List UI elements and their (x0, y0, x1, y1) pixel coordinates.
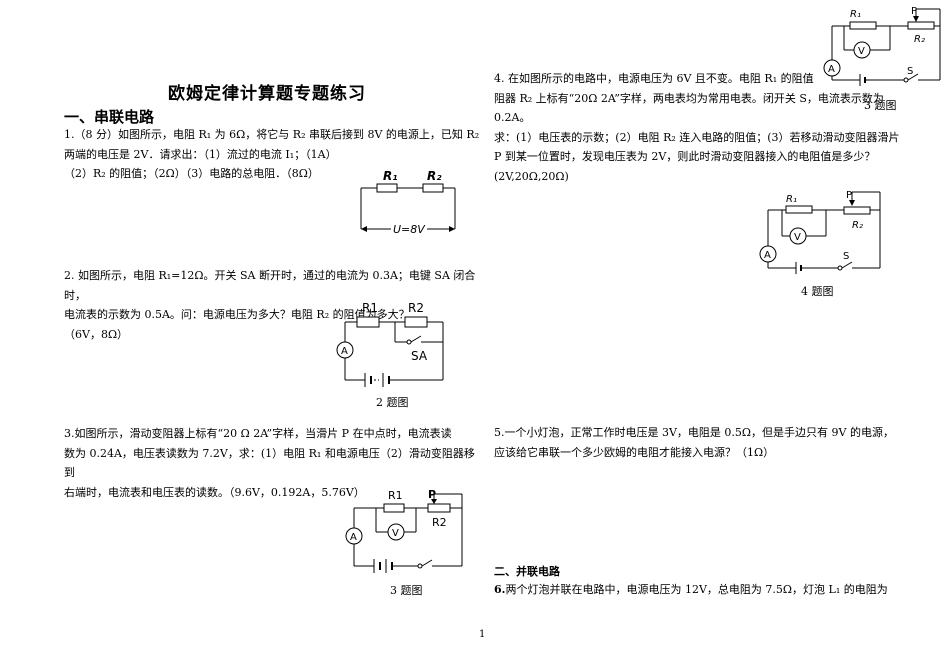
resistor-r1-symbol (849, 21, 877, 30)
question-4-line: 0.2A。 (494, 111, 531, 124)
label-switch-s: S (907, 66, 913, 77)
question-3-line: 3.如图所示，滑动变阻器上标有“20 Ω 2A”字样，当滑片 P 在中点时，电流… (64, 427, 452, 440)
label-voltmeter: V (794, 232, 801, 243)
question-2-line: 电流表的示数为 0.5A。问：电源电压为多大？电阻 R₂ 的阻值为多大？ (64, 308, 410, 321)
switch-sa-symbol (406, 339, 412, 345)
label-ammeter: A (350, 532, 357, 543)
question-4-line: 求：(1）电压表的示数；(2）电阻 R₂ 连入电路的阻值；(3）若移动滑动变阻器… (494, 130, 900, 144)
question-4-line: P 到某一位置时，发现电压表为 2V，则此时滑动变阻器接入的电阻值是多少？ (494, 150, 876, 163)
figure-2-circuit: A R1 R2 SA (336, 301, 444, 387)
question-5-line: 5.一个小灯泡，正常工作时电压是 3V，电阻是 0.5Ω，但是手边只有 9V 的… (494, 426, 894, 439)
label-slider-p: P (428, 488, 436, 501)
question-6-number: 6. (494, 583, 506, 596)
label-switch-s: S (843, 251, 849, 262)
label-switch-sa: SA (411, 349, 428, 363)
label-ammeter: A (764, 250, 771, 261)
slider-p-icon (431, 499, 437, 504)
question-2-line: 2. 如图所示，电阻 R₁=12Ω。开关 SA 断开时，通过的电流为 0.3A；… (64, 269, 476, 302)
figure-top-right-caption: 3 题图 (864, 99, 897, 112)
label-voltage: U=8V (393, 223, 426, 236)
figure-3-circuit: A V R1 P R2 (345, 488, 463, 573)
label-slider-p: P (911, 6, 917, 17)
label-voltmeter: V (858, 46, 865, 57)
question-4: 4. 在如图所示的电路中，电源电压为 6V 且不变。电阻 R₁ 的阻值 阻器 R… (494, 69, 914, 186)
rheostat-r2-symbol (427, 503, 451, 513)
label-r1: R₁ (850, 9, 861, 20)
question-1-line: 1.（8 分）如图所示，电阻 R₁ 为 6Ω，将它与 R₂ 串联后接到 8V 的… (64, 128, 480, 141)
label-slider-p: P (846, 190, 852, 201)
question-2: 2. 如图所示，电阻 R₁=12Ω。开关 SA 断开时，通过的电流为 0.3A；… (64, 266, 484, 344)
figure-4-circuit: A V R₁ P R₂ S (759, 190, 881, 274)
document-title: 欧姆定律计算题专题练习 (168, 84, 366, 104)
question-3: 3.如图所示，滑动变阻器上标有“20 Ω 2A”字样，当滑片 P 在中点时，电流… (64, 424, 484, 502)
label-r2: R₂ (914, 34, 925, 45)
rheostat-r2-symbol (907, 21, 935, 30)
switch-symbol (417, 563, 423, 569)
label-r1: R1 (388, 489, 403, 502)
label-r2: R₂ (852, 220, 863, 231)
question-6: 6.两个灯泡并联在电路中，电源电压为 12V，总电阻为 7.5Ω，灯泡 L₁ 的… (494, 580, 914, 600)
resistor-r2-symbol (422, 183, 444, 193)
page-number: 1 (479, 629, 486, 640)
question-3-line: 数为 0.24A，电压表读数为 7.2V，求：(1）电阻 R₁ 和电源电压（2）… (64, 446, 475, 480)
question-3-line: 右端时，电流表和电压表的读数。（9.6V，0.192A，5.76V） (64, 485, 365, 499)
question-4-line: 阻器 R₂ 上标有“20Ω 2A”字样，两电表均为常用电表。闭开关 S，电流表示… (494, 91, 884, 105)
label-r1: R₁ (786, 194, 797, 205)
figure-2-caption: 2 题图 (376, 396, 409, 409)
label-r2: R2 (408, 301, 424, 315)
figure-1-circuit: R₁ R₂ U=8V (360, 169, 456, 236)
label-r1: R₁ (383, 169, 398, 183)
resistor-r1-symbol (785, 205, 813, 214)
question-2-line: （6V，8Ω） (64, 327, 129, 341)
question-1-line: （2）R₂ 的阻值；（2Ω）（3）电路的总电阻．（8Ω） (64, 167, 319, 180)
slider-p-icon (849, 200, 855, 206)
label-r1: R1 (362, 301, 378, 315)
arrow-left-icon (361, 226, 367, 232)
resistor-r2-symbol (404, 316, 428, 328)
figure-3-caption: 3 题图 (390, 584, 423, 597)
section-heading-parallel: 二、并联电路 (494, 565, 560, 578)
question-1: 1.（8 分）如图所示，电阻 R₁ 为 6Ω，将它与 R₂ 串联后接到 8V 的… (64, 125, 484, 184)
question-6-text: 两个灯泡并联在电路中，电源电压为 12V，总电阻为 7.5Ω，灯泡 L₁ 的电阻… (505, 583, 888, 596)
label-r2: R₂ (427, 169, 442, 183)
label-ammeter: A (341, 346, 348, 357)
arrow-right-icon (449, 226, 455, 232)
question-4-line: 4. 在如图所示的电路中，电源电压为 6V 且不变。电阻 R₁ 的阻值 (494, 72, 814, 85)
figure-4-caption: 4 题图 (801, 285, 834, 298)
figure-top-right-circuit: A V R₁ P R₂ S (823, 6, 941, 86)
section-heading-series: 一、串联电路 (64, 108, 155, 126)
question-5-line: 应该给它串联一个多少欧姆的电阻才能接入电源？（1Ω） (494, 445, 775, 459)
resistor-r1-symbol (376, 183, 398, 193)
label-voltmeter: V (392, 528, 399, 539)
switch-symbol (837, 265, 843, 271)
rheostat-r2-symbol (843, 206, 871, 215)
question-1-line: 两端的电压是 2V．请求出：（1）流过的电流 I₁；（1A） (64, 147, 337, 161)
question-5: 5.一个小灯泡，正常工作时电压是 3V，电阻是 0.5Ω，但是手边只有 9V 的… (494, 423, 914, 462)
resistor-r1-symbol (383, 503, 405, 513)
label-r2: R2 (432, 516, 447, 529)
label-ammeter: A (828, 64, 835, 75)
resistor-r1-symbol (356, 316, 380, 328)
slider-p-icon (913, 16, 919, 22)
question-4-line: (2V,20Ω,20Ω) (494, 169, 569, 183)
